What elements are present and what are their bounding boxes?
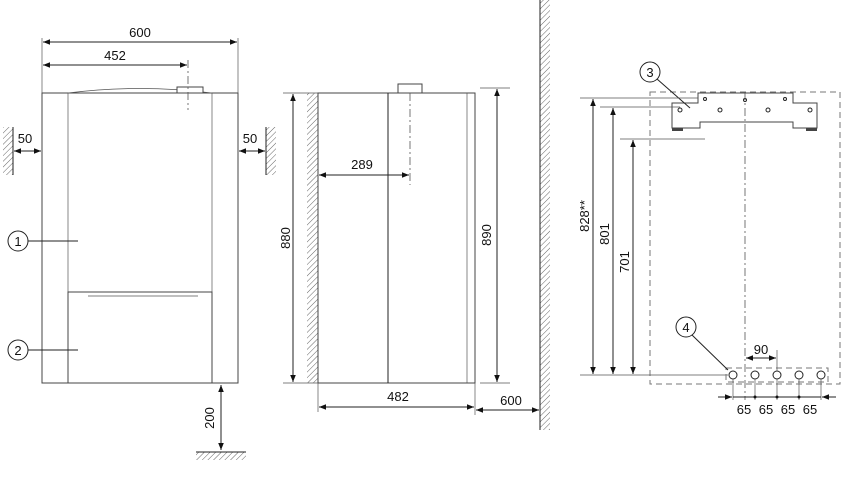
pipe-connection (728, 370, 738, 380)
front-view: 600 452 50 50 1 2 200 (3, 25, 276, 460)
dim-height-701: 701 (617, 251, 632, 273)
bracket-hole (783, 97, 787, 101)
dim-spacing-dot (797, 395, 801, 399)
dim-clearance-right: 50 (243, 131, 257, 146)
callout-3-leader (656, 78, 691, 109)
mounting-bracket (671, 92, 818, 129)
pipe-connection (772, 370, 782, 380)
callout-3-label: 3 (646, 65, 653, 80)
dim-pipe-spacing: 65 (737, 402, 751, 417)
dim-pipe-offset: 90 (754, 342, 768, 357)
dim-spacing-dot (775, 395, 779, 399)
dim-height-801: 801 (597, 223, 612, 245)
keyhole-slot (717, 107, 723, 113)
keyhole-slot (765, 107, 771, 113)
callout-4-leader (691, 334, 729, 371)
floor-hatch (196, 452, 246, 460)
bracket-hook (806, 128, 817, 131)
dim-front-clearance: 600 (500, 393, 522, 408)
dim-clearance-left: 50 (18, 131, 32, 146)
callout-4-circle (675, 316, 697, 338)
wall-hatch-front (540, 0, 550, 430)
bracket-hook (672, 128, 683, 131)
callout-2-label: 2 (14, 343, 21, 358)
dim-total-height: 890 (479, 224, 494, 246)
callout-3-circle (639, 61, 661, 83)
dim-pipe-spacing: 65 (803, 402, 817, 417)
wall-hatch-left (3, 127, 13, 175)
side-view: 880 289 890 482 600 (278, 0, 550, 430)
flue-outlet (176, 86, 204, 94)
dim-pipe-spacing: 65 (781, 402, 795, 417)
keyhole-slot (807, 107, 813, 113)
wall-hatch-back (307, 93, 318, 383)
keyhole-slot (677, 107, 683, 113)
dim-body-height: 880 (278, 227, 293, 249)
callout-4-label: 4 (682, 320, 689, 335)
dim-flue-offset-label: 452 (104, 48, 126, 63)
bracket-hole (703, 97, 707, 101)
pipe-connection (750, 370, 760, 380)
pipe-connection (794, 370, 804, 380)
dim-depth: 482 (387, 389, 409, 404)
dim-clearance-bottom: 200 (202, 407, 217, 429)
wall-template: 3 828** 801 701 4 90 65 65 (577, 61, 841, 417)
dim-pipe-spacing: 65 (759, 402, 773, 417)
side-flue-outlet (397, 83, 423, 94)
callout-1-label: 1 (14, 234, 21, 249)
wall-hatch-right (266, 127, 276, 175)
dim-height-828: 828** (577, 200, 592, 232)
dim-flue-depth: 289 (351, 157, 373, 172)
lower-panel (67, 291, 213, 384)
dim-spacing-dot (753, 395, 757, 399)
dim-width-label: 600 (129, 25, 151, 40)
boiler-side-casing (317, 92, 476, 384)
pipe-connection (816, 370, 826, 380)
